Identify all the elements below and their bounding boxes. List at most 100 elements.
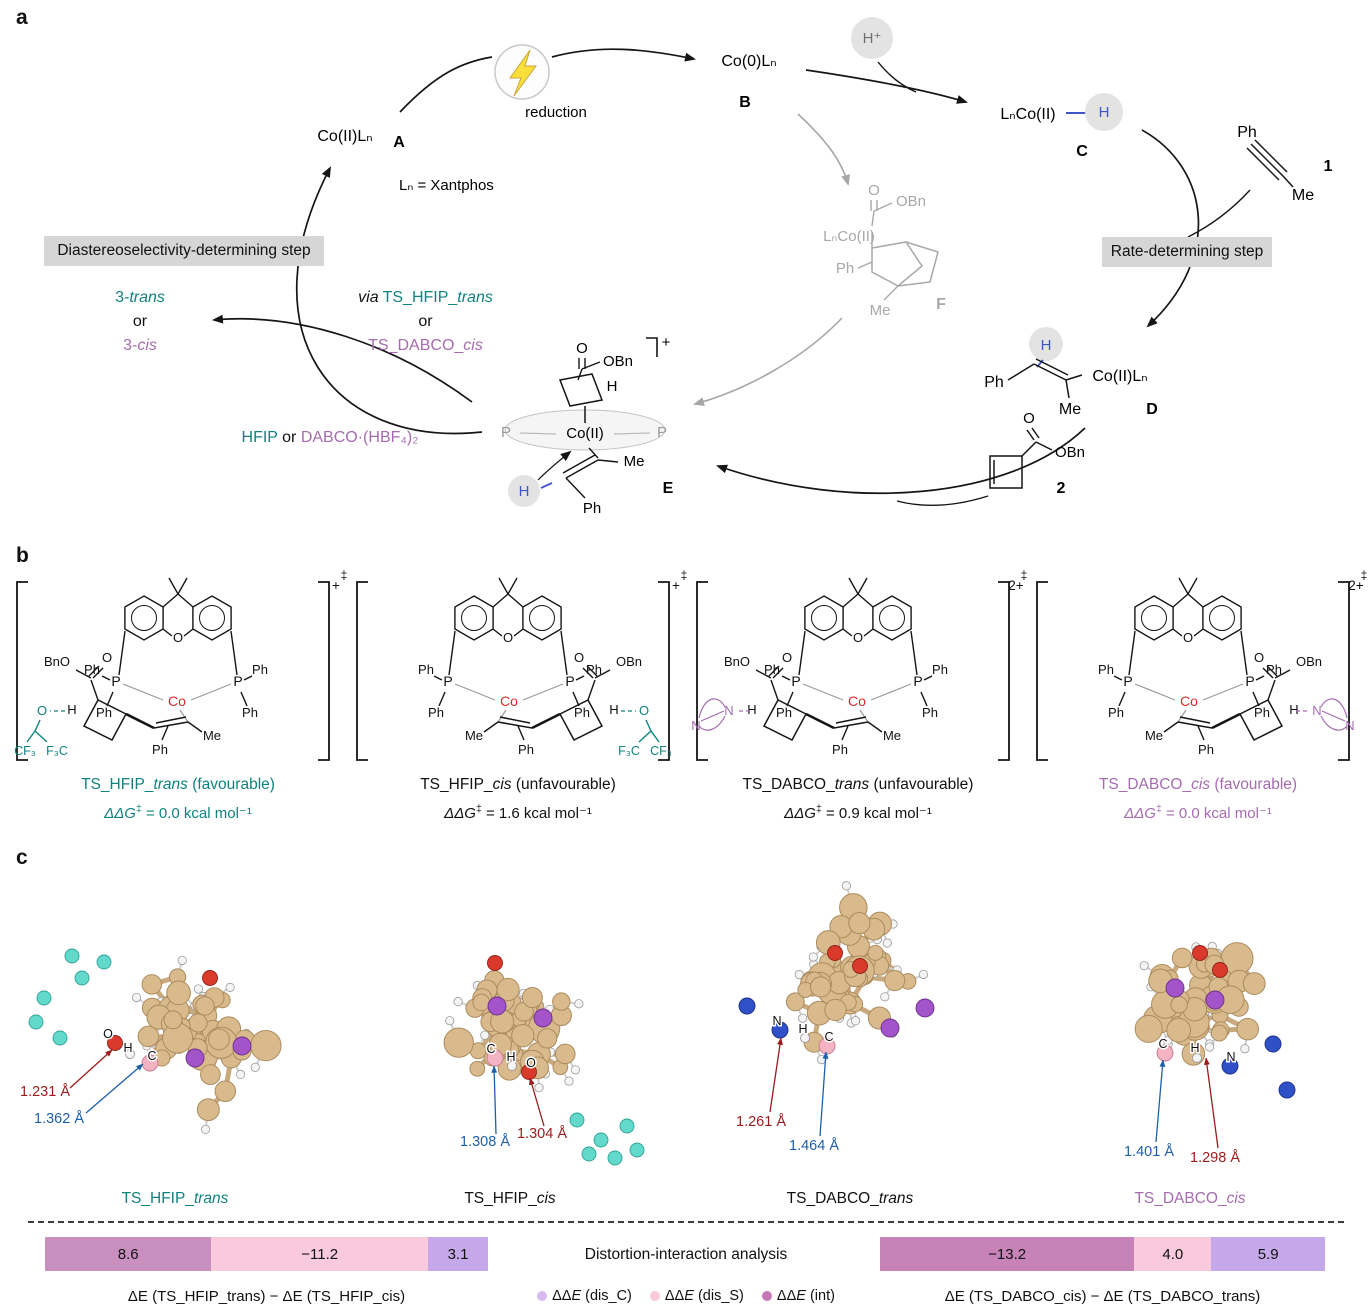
svg-text:Ph: Ph	[1198, 742, 1214, 757]
alkyne-me: Me	[1292, 187, 1314, 204]
dabco-label: DABCO·(HBF₄)₂	[300, 429, 419, 446]
svg-text:H: H	[747, 702, 756, 717]
alkyne-ph: Ph	[1237, 124, 1257, 141]
ts-energy-hfip-trans: ΔΔG‡ = 0.0 kcal mol⁻¹	[104, 803, 252, 822]
bar-segment: 4.0	[1134, 1237, 1212, 1271]
svg-text:Co: Co	[1180, 693, 1198, 709]
bar-segment: −11.2	[211, 1237, 429, 1271]
svg-text:‡: ‡	[341, 570, 348, 582]
svg-text:H: H	[123, 1041, 132, 1055]
svg-text:P: P	[913, 673, 922, 689]
species-e-h2: H	[519, 483, 530, 500]
ts-caption-dabco-cis: TS_DABCO_cis (favourable)	[1098, 776, 1298, 793]
species-e-obn: OBn	[603, 353, 633, 370]
structure-name-hfip-trans: TS_HFIP_trans	[121, 1190, 229, 1207]
bar-caption-dabco: ΔE (TS_DABCO_cis) − ΔE (TS_DABCO_trans)	[944, 1288, 1261, 1305]
svg-text:O: O	[102, 650, 112, 665]
compound-2-obn: OBn	[1055, 444, 1085, 461]
panel-a-label: a	[16, 6, 28, 29]
bond-length-annotation: 1.401 Å	[1124, 1144, 1174, 1160]
legend-item: ΔΔE (dis_S)	[649, 1288, 744, 1304]
svg-text:‡: ‡	[681, 570, 688, 582]
svg-text:Ph: Ph	[1254, 705, 1270, 720]
species-f-ring1	[871, 241, 923, 287]
svg-text:N: N	[1226, 1050, 1235, 1064]
compound-2-tag: 2	[1057, 480, 1066, 497]
svg-text:Me: Me	[883, 728, 901, 743]
bond-length-annotation: 1.304 Å	[517, 1126, 567, 1142]
svg-text:C: C	[824, 1030, 833, 1044]
species-e-alkene	[562, 454, 596, 474]
svg-text:N: N	[1345, 718, 1354, 733]
or-label: or	[132, 313, 148, 330]
bar-segment: 3.1	[428, 1237, 488, 1271]
species-d-bond	[1065, 379, 1070, 399]
species-f-co: LₙCo(II)	[823, 228, 875, 245]
compound-2-bond	[1021, 441, 1037, 457]
arrow-e-to-a	[295, 166, 483, 435]
svg-text:+: +	[332, 578, 340, 593]
arrow-e-to-products	[212, 314, 473, 403]
species-d-me: Me	[1059, 401, 1081, 418]
svg-text:Ph: Ph	[586, 662, 602, 677]
via-ts-dabco-cis: TS_DABCO_cis	[368, 337, 483, 354]
svg-text:OBn: OBn	[1296, 654, 1322, 669]
svg-text:2+: 2+	[1348, 578, 1364, 593]
svg-text:2+: 2+	[1008, 578, 1024, 593]
legend-item: ΔΔE (dis_C)	[537, 1288, 632, 1304]
reduction-label: reduction	[525, 104, 587, 121]
legend-dot-icon	[537, 1291, 548, 1302]
additive-options: HFIP or DABCO·(HBF₄)₂	[205, 426, 455, 450]
ts-caption-hfip-cis: TS_HFIP_cis (unfavourable)	[420, 776, 616, 793]
alkyne-bond	[1250, 143, 1284, 177]
alkyne-bond	[1246, 147, 1280, 181]
species-d-bond	[1035, 358, 1069, 376]
svg-text:Me: Me	[203, 728, 221, 743]
bond-length-annotation: 1.464 Å	[789, 1138, 839, 1154]
panel-c-label: c	[16, 846, 28, 869]
svg-text:H: H	[609, 702, 618, 717]
species-d-bond	[1065, 374, 1083, 381]
species-d-bond	[1033, 363, 1067, 381]
rate-determining-step-box: Rate-determining step	[1102, 237, 1272, 267]
species-e-agostic-arrow	[537, 450, 572, 481]
diastereoselectivity-step-box: Diastereoselectivity-determining step	[44, 236, 324, 266]
compound-2-o: O	[1023, 410, 1035, 427]
svg-text:O: O	[1183, 630, 1193, 645]
product-options: 3-trans or 3-cis	[88, 286, 192, 358]
species-f-o: O	[868, 182, 880, 199]
or-label: or	[282, 429, 297, 446]
svg-text:N: N	[691, 718, 700, 733]
svg-text:Co: Co	[168, 693, 186, 709]
species-c-formula: LₙCo(II)	[1000, 106, 1055, 123]
cyclobutene-ring	[989, 455, 1023, 489]
svg-text:Ph: Ph	[84, 662, 100, 677]
species-a-formula: Co(II)Lₙ	[317, 128, 372, 145]
structure-name-dabco-trans: TS_DABCO_trans	[786, 1190, 914, 1207]
hfip-label: HFIP	[241, 429, 278, 446]
dia-step-label: Diastereoselectivity-determining step	[57, 242, 311, 259]
analysis-legend: ΔΔE (dis_C)ΔΔE (dis_S)ΔΔE (int)	[500, 1288, 872, 1304]
proton-label: H⁺	[863, 30, 882, 47]
svg-text:Me: Me	[465, 728, 483, 743]
ts-energy-hfip-cis: ΔΔG‡ = 1.6 kcal mol⁻¹	[444, 803, 592, 822]
species-f-bond	[873, 202, 893, 212]
species-f-ph: Ph	[836, 260, 854, 277]
species-f-bond	[857, 261, 873, 269]
arrow-a-to-reduction	[399, 56, 493, 113]
species-e-bond	[588, 447, 599, 459]
species-e-h-circle	[508, 475, 540, 507]
svg-text:Ph: Ph	[96, 705, 112, 720]
bond-length-annotation: 1.231 Å	[20, 1084, 70, 1100]
svg-text:O: O	[639, 703, 649, 718]
product-3-trans: 3-trans	[115, 289, 165, 306]
species-e-bracket	[646, 337, 658, 357]
svg-text:N: N	[1312, 703, 1321, 718]
svg-text:Ph: Ph	[574, 705, 590, 720]
arrow-c-to-d	[1141, 129, 1200, 328]
